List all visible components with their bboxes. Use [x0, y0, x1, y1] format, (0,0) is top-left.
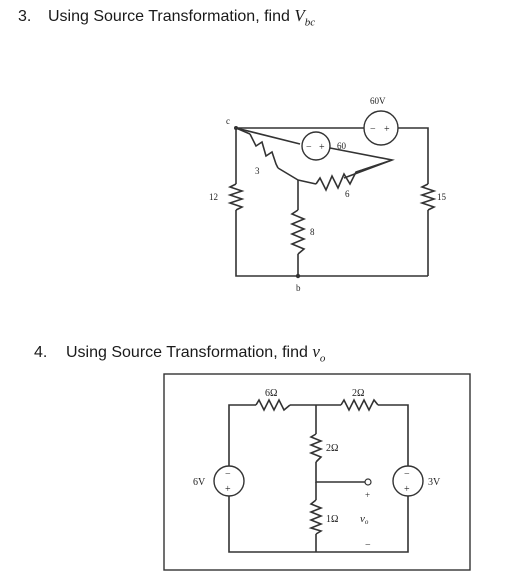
problem-4-heading: 4. Using Source Transformation, find vo: [34, 342, 325, 364]
node-c-label: c: [226, 116, 230, 126]
source-6V-plus-sign: +: [225, 484, 231, 495]
voltage-source-60V: [363, 110, 399, 146]
source-3V-label: 3V: [428, 477, 441, 488]
vo-label-sub: o: [365, 518, 369, 526]
resistor-3-ohm: [249, 133, 279, 169]
circuit-3-wire-c-to-source: [235, 127, 301, 145]
problem-3-text: Using Source Transformation, find: [48, 8, 295, 25]
node-c-dot: [234, 126, 238, 130]
circuit-3-wire-top-right: [398, 127, 429, 184]
problem-3-variable: Vbc: [294, 6, 316, 29]
resistor-6-ohm-label: 6Ω: [265, 388, 277, 399]
circuit-3-wire-6-to-right: [361, 159, 393, 171]
resistor-8-label: 8: [310, 227, 315, 237]
source-3V-plus-sign: +: [404, 484, 410, 495]
resistor-15-label: 15: [437, 192, 447, 202]
circuit-3-wire-center-6: [297, 179, 317, 185]
source-3V-minus-sign: −: [404, 469, 410, 480]
source-60V-minus-sign: −: [370, 124, 376, 135]
problem-3-var-sub: bc: [304, 16, 316, 29]
problem-4-number: 4.: [34, 344, 48, 361]
circuit-4-wire-right-bottom: [228, 496, 409, 553]
resistor-6-label: 6: [345, 189, 350, 199]
resistor-1-ohm: [308, 499, 324, 535]
resistor-2-ohm-top-label: 2Ω: [352, 388, 364, 399]
circuit-3-wire-left-bottom: [235, 210, 428, 277]
source-60-plus-sign: +: [319, 142, 325, 153]
vo-plus-sign: +: [365, 490, 370, 500]
resistor-12-ohm: [227, 183, 245, 211]
source-60-label: 60: [337, 141, 347, 151]
resistor-2-ohm-middle-label: 2Ω: [326, 443, 338, 454]
node-b-dot: [295, 273, 301, 279]
resistor-12-label: 12: [209, 192, 218, 202]
problem-4-variable: vo: [312, 342, 326, 365]
vo-minus-sign: −: [365, 540, 371, 551]
problem-3-heading: 3. Using Source Transformation, find Vbc: [18, 6, 315, 28]
problem-3-number: 3.: [18, 8, 32, 25]
problem-4-var-symbol: v: [312, 342, 320, 361]
circuit-4-wire-top-right: [378, 404, 409, 466]
resistor-8-ohm: [289, 209, 307, 255]
resistor-6-ohm-p4: [255, 398, 291, 412]
source-6V-minus-sign: −: [225, 469, 231, 480]
voltage-source-60: [301, 131, 331, 161]
resistor-3-label: 3: [255, 166, 260, 176]
vo-label-symbol: v: [360, 513, 365, 525]
circuit-4-wire-left-top: [228, 404, 256, 466]
resistor-15-ohm: [419, 183, 437, 211]
source-60-minus-sign: −: [306, 142, 312, 153]
resistor-1-ohm-label: 1Ω: [326, 514, 338, 525]
problem-3-var-symbol: V: [294, 6, 305, 25]
source-60V-label: 60V: [370, 96, 386, 106]
problem-4-var-sub: o: [319, 352, 326, 365]
resistor-2-ohm-middle: [308, 433, 324, 463]
circuit-4-frame: [163, 373, 471, 571]
resistor-6-ohm: [315, 169, 363, 192]
voltage-source-3V: [392, 465, 424, 497]
circuit-3-wire-3ohm-to-center: [277, 167, 299, 181]
vo-terminal: [364, 478, 372, 486]
source-60V-plus-sign: +: [384, 124, 390, 135]
resistor-2-ohm-top: [340, 398, 379, 412]
voltage-source-6V: [213, 465, 245, 497]
node-b-label: b: [296, 283, 301, 293]
problem-4-text: Using Source Transformation, find: [66, 344, 313, 361]
vo-label: vo: [360, 513, 369, 526]
source-6V-label: 6V: [193, 477, 206, 488]
